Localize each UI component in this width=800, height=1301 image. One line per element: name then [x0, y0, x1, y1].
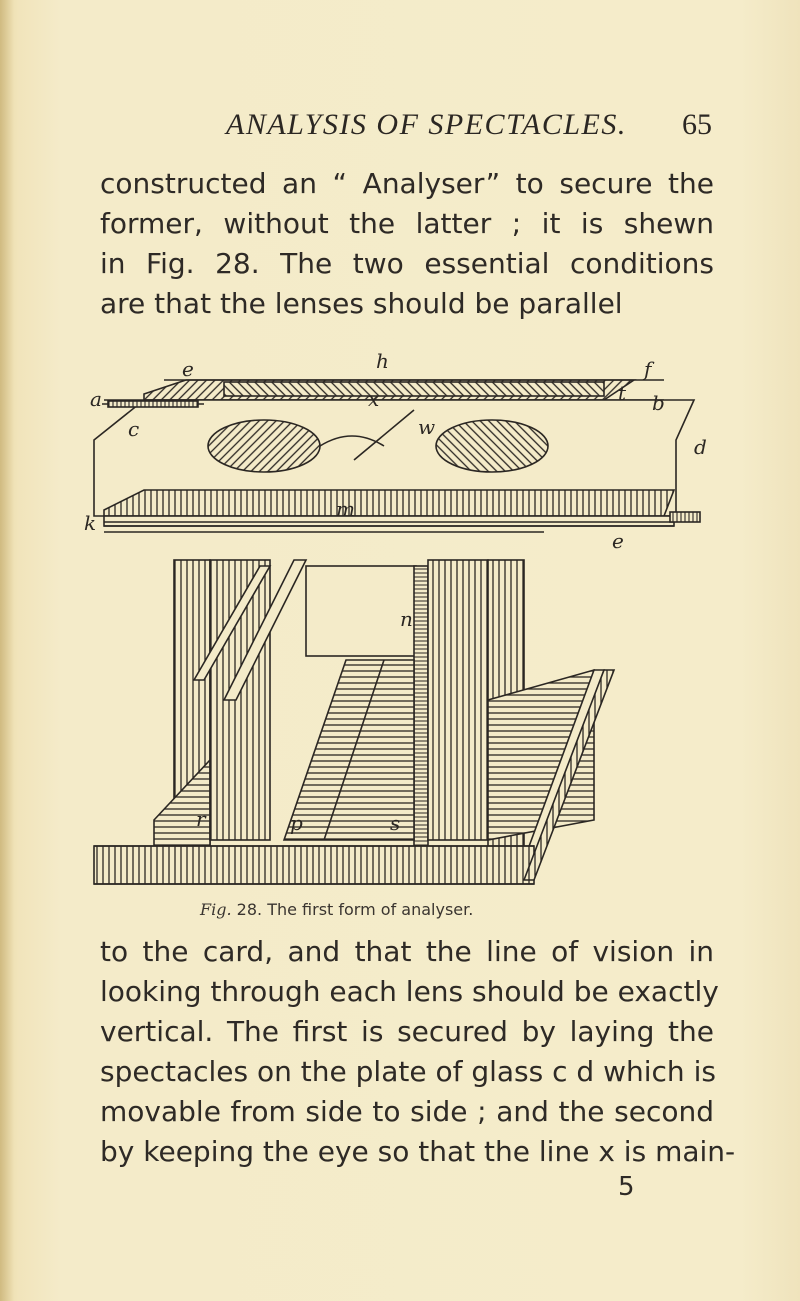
label-d: d: [694, 435, 707, 459]
lens-left: [207, 419, 321, 473]
lens-right: [435, 419, 549, 473]
centre-block: [282, 659, 415, 841]
caption-label: Fig.: [200, 900, 232, 919]
text-line: movable from side to side ; and the seco…: [100, 1095, 714, 1128]
label-b: b: [652, 391, 665, 415]
text-line: looking through each lens should be exac…: [100, 975, 719, 1008]
caption-number: 28.: [236, 900, 263, 919]
text-line: in Fig. 28. The two essential conditions: [100, 247, 714, 280]
top-plank-hatch: [223, 381, 605, 397]
analyser-figure: h e a f b c x t w d k m e n r p s: [84, 349, 707, 885]
text-line: former, without the latter ; it is shewn: [100, 207, 714, 240]
viewing-aperture: [305, 565, 417, 657]
label-x: x: [368, 387, 379, 411]
figure-caption: Fig. 28. The first form of analyser.: [200, 900, 620, 919]
label-s: s: [390, 811, 400, 835]
text-line: are that the lenses should be parallel: [100, 287, 623, 320]
running-head: ANALYSIS OF SPECTACLES. 65: [226, 100, 766, 141]
text-line: by keeping the eye so that the line x is…: [100, 1135, 736, 1168]
page-number: 65: [682, 108, 712, 141]
text-line: to the card, and that the line of vision…: [100, 935, 714, 968]
label-m: m: [336, 497, 355, 521]
label-e-right: e: [612, 529, 624, 553]
text-line: vertical. The first is secured by laying…: [100, 1015, 714, 1048]
label-f: f: [642, 357, 655, 381]
label-r: r: [196, 807, 207, 831]
page-gutter-shadow: [0, 0, 14, 1301]
label-w: w: [418, 415, 435, 439]
paragraph-bottom: to the card, and that the line of vision…: [100, 932, 736, 1172]
label-h: h: [376, 349, 389, 373]
label-a: a: [90, 387, 102, 411]
text-line: constructed an “ Analyser” to secure the: [100, 167, 714, 200]
label-k: k: [84, 511, 96, 535]
label-p: p: [290, 811, 303, 835]
running-head-title: ANALYSIS OF SPECTACLES.: [226, 108, 627, 141]
label-c: c: [128, 417, 139, 441]
base-plank: [93, 845, 535, 885]
signature-mark: 5: [618, 1172, 635, 1202]
label-n: n: [400, 607, 413, 631]
label-t: t: [618, 381, 627, 405]
right-support-inner: [427, 559, 489, 841]
label-e-top: e: [182, 357, 194, 381]
text-line: spectacles on the plate of glass c d whi…: [100, 1055, 716, 1088]
caption-text: The first form of analyser.: [267, 900, 474, 919]
paragraph-top: constructed an “ Analyser” to secure the…: [100, 164, 714, 324]
front-rail: [103, 489, 676, 517]
